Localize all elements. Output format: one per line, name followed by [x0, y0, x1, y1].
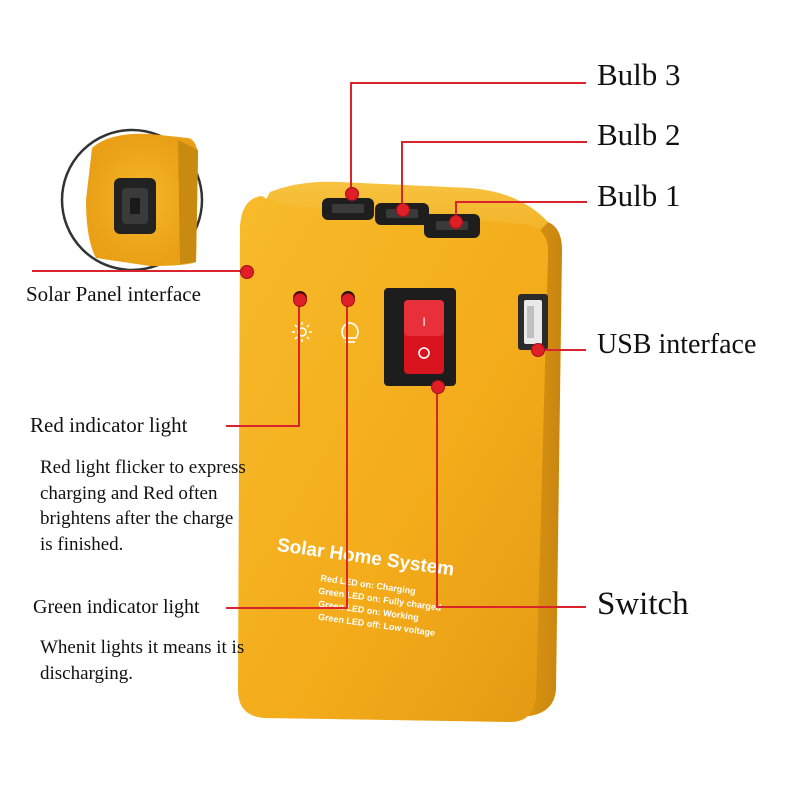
dot-switch — [431, 380, 445, 394]
leader-switch-h — [436, 606, 586, 608]
leader-red-h — [226, 425, 300, 427]
dc-jack-icon — [114, 178, 156, 234]
leader-bulb3-v — [350, 82, 352, 190]
dot-red-led — [293, 293, 307, 307]
dot-bulb3 — [345, 187, 359, 201]
label-usb: USB interface — [597, 329, 757, 360]
leader-red-v — [298, 300, 300, 426]
leader-green-h — [226, 607, 348, 609]
label-red-indicator: Red indicator light — [30, 413, 188, 437]
label-bulb1: Bulb 1 — [597, 178, 681, 213]
leader-usb — [538, 349, 586, 351]
bulb-socket-3 — [322, 198, 374, 220]
dot-bulb2 — [396, 203, 410, 217]
dot-bulb1 — [449, 215, 463, 229]
rocker-switch: I — [384, 288, 456, 386]
dot-usb — [531, 343, 545, 357]
leader-bulb2-h — [401, 141, 587, 143]
svg-text:I: I — [422, 315, 425, 329]
leader-bulb1-v — [455, 201, 457, 221]
usb-port-icon — [518, 294, 548, 350]
red-indicator-description: Red light flicker to express charging an… — [40, 457, 246, 555]
leader-bulb2-v — [401, 141, 403, 208]
leader-bulb3-h — [350, 82, 586, 84]
leader-bulb1-h — [455, 201, 587, 203]
leader-solar — [32, 270, 246, 272]
green-indicator-description: Whenit lights it means it is discharging… — [40, 637, 245, 684]
label-green-indicator: Green indicator light — [33, 596, 200, 618]
label-bulb3: Bulb 3 — [597, 57, 681, 92]
device-front-face — [238, 196, 549, 722]
leader-green-v — [346, 300, 348, 608]
label-switch: Switch — [597, 586, 689, 622]
label-bulb2: Bulb 2 — [597, 117, 681, 152]
dot-green-led — [341, 293, 355, 307]
zoom-inset — [60, 128, 204, 272]
dot-solar — [240, 265, 254, 279]
leader-switch-v — [436, 384, 438, 607]
label-solar-panel: Solar Panel interface — [26, 282, 201, 306]
